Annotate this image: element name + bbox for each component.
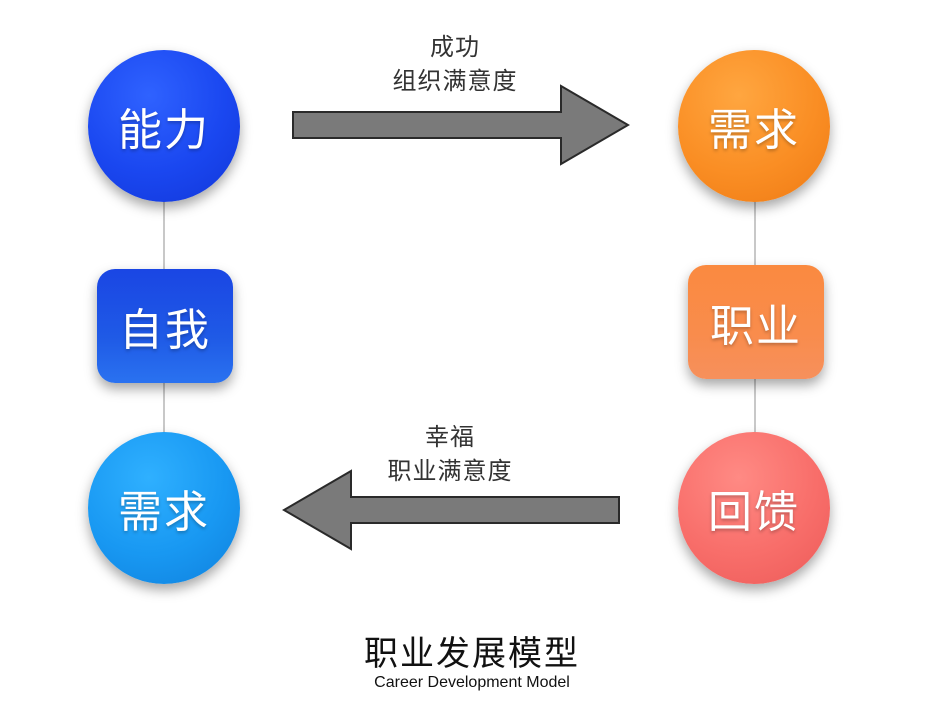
ability-circle: 能力 (88, 50, 240, 202)
career-label: 职业 (710, 301, 802, 352)
needs-circle-right: 需求 (678, 50, 830, 202)
connector-right-upper (754, 198, 756, 268)
arrow-bottom-label: 幸福 职业满意度 (335, 420, 565, 488)
feedback-label: 回馈 (708, 487, 800, 538)
feedback-circle: 回馈 (678, 432, 830, 584)
self-box: 自我 (97, 269, 233, 383)
arrow-top-line1: 成功 (430, 33, 480, 61)
connector-left-lower (163, 382, 165, 442)
arrow-left-shape (282, 469, 620, 551)
needs-label-left: 需求 (118, 487, 210, 538)
career-box: 职业 (688, 265, 824, 379)
diagram-subtitle: Career Development Model (374, 674, 570, 691)
connector-left-upper (163, 200, 165, 272)
arrow-top-line2: 组织满意度 (392, 67, 518, 95)
connector-right-lower (754, 378, 756, 438)
arrow-bottom-line2: 职业满意度 (387, 457, 513, 485)
self-label: 自我 (119, 305, 211, 356)
ability-label: 能力 (118, 105, 210, 156)
diagram-title: 职业发展模型 (364, 634, 580, 674)
arrow-top-label: 成功 组织满意度 (340, 30, 570, 98)
needs-label-right: 需求 (708, 105, 800, 156)
arrow-right-shape (292, 84, 630, 166)
arrow-bottom-line1: 幸福 (425, 423, 475, 451)
needs-circle-left: 需求 (88, 432, 240, 584)
